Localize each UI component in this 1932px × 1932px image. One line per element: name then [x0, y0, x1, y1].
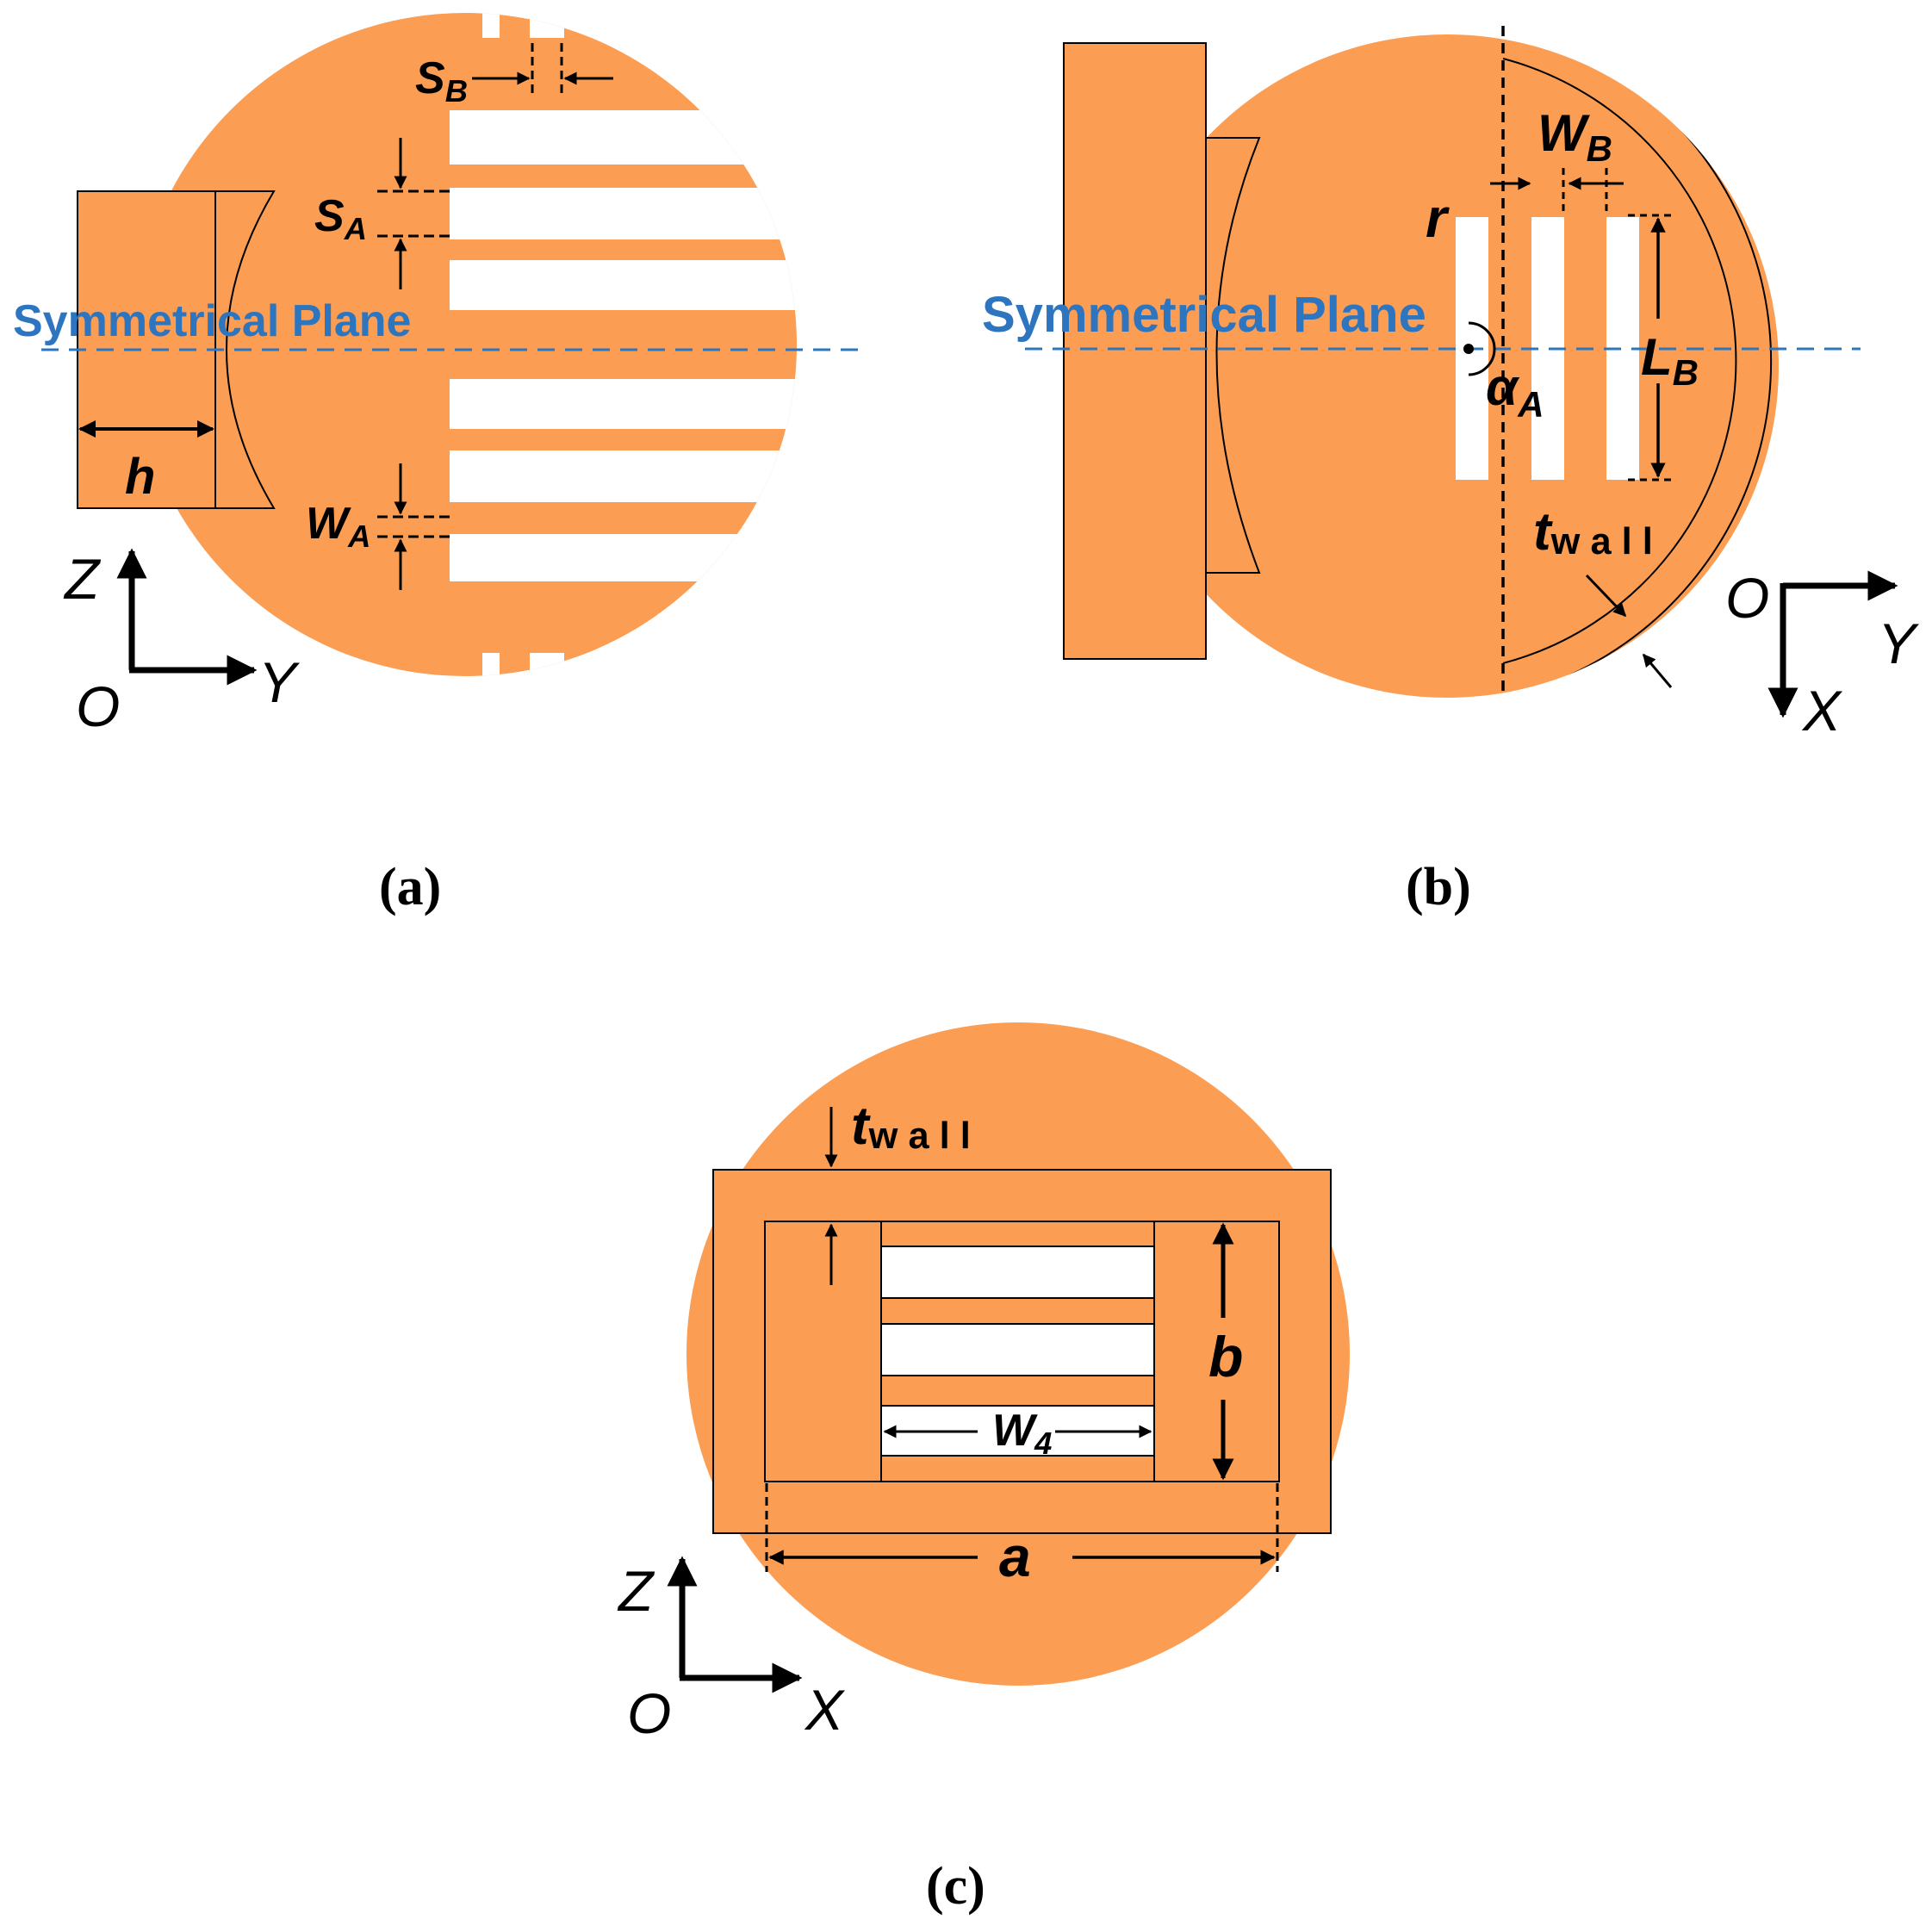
plane-label-a: Symmetrical Plane: [13, 296, 411, 346]
lb-label: LB: [1641, 328, 1699, 393]
slot-a-4: [450, 379, 797, 429]
axis-c-x: X: [804, 1678, 846, 1742]
notch-a-bot-2: [530, 653, 564, 676]
angle-vertex-b: [1463, 344, 1474, 354]
axis-c-z: Z: [617, 1559, 655, 1623]
slot-c-2: [880, 1323, 1155, 1376]
waveguide-port-b: [1063, 42, 1207, 660]
slot-c-1: [880, 1246, 1155, 1299]
slots-a: [450, 13, 797, 676]
axis-c-origin: O: [627, 1681, 671, 1745]
axis-b-origin: O: [1725, 566, 1769, 630]
right-block-c: [1153, 1221, 1280, 1482]
axis-b-y: Y: [1878, 612, 1919, 675]
twall-label-b: tw a l l: [1533, 502, 1653, 562]
wb-dimension: WB: [1490, 104, 1624, 215]
slot-a-6: [450, 534, 797, 581]
transition-b: [1205, 137, 1261, 574]
notch-a-top-2: [530, 13, 564, 38]
a-label: a: [999, 1525, 1031, 1588]
axis-b-x: X: [1801, 679, 1843, 742]
b-label: b: [1208, 1325, 1243, 1388]
disk-a-body: [134, 13, 797, 676]
sb-dimension: SB: [415, 43, 613, 109]
w4-dimension: W4: [883, 1406, 1152, 1461]
disk-b-body: [1115, 34, 1779, 698]
plane-label-b: Symmetrical Plane: [982, 287, 1426, 343]
sa-dimension: SA: [314, 138, 452, 289]
twall-label-c: tw a l l: [851, 1096, 971, 1157]
twall-dimension-b: tw a l l: [1533, 502, 1673, 688]
slot-a-2: [450, 188, 797, 239]
axis-a-origin: O: [76, 674, 120, 738]
notch-a-top-1: [482, 13, 500, 38]
sa-label: SA: [314, 191, 367, 246]
caption-a: (a): [379, 858, 441, 916]
notch-a-top-3: [599, 13, 633, 38]
a-dimension: a: [765, 1483, 1279, 1588]
axes-a: Z Y O: [63, 547, 300, 738]
left-block-c: [764, 1221, 882, 1482]
sb-label: SB: [415, 53, 468, 109]
panel-b: Symmetrical Plane αA r WB LB tw a l l: [982, 26, 1919, 916]
notch-a-bot-1: [482, 653, 500, 676]
slot-a-1: [450, 110, 797, 165]
axis-a-y: Y: [258, 650, 300, 714]
disk-a: [134, 13, 797, 676]
wb-label: WB: [1538, 104, 1612, 169]
slot-a-3: [450, 260, 797, 310]
wa-label: WA: [306, 499, 370, 554]
b-dimension: b: [1208, 1222, 1243, 1481]
alpha-label: αA: [1486, 358, 1544, 425]
panel-c: tw a l l b W4 a Z X O: [617, 1022, 1350, 1916]
angle-arc-b: [1468, 321, 1496, 376]
disk-b: [1115, 34, 1779, 698]
h-label: h: [125, 449, 155, 505]
caption-b: (b): [1406, 858, 1471, 916]
panel-a: Symmetrical Plane h SB SA WA: [13, 13, 861, 916]
caption-c: (c): [926, 1857, 985, 1916]
twall-dimension-c: tw a l l: [824, 1096, 971, 1285]
axes-c: Z X O: [617, 1556, 846, 1745]
slot-a-5: [450, 450, 797, 502]
lb-dimension: LB: [1628, 214, 1699, 481]
notch-a-bot-3: [599, 653, 633, 676]
wa-dimension: WA: [306, 463, 452, 590]
w4-label: W4: [992, 1406, 1052, 1461]
axes-b: O Y X: [1725, 566, 1919, 742]
transition-a: [214, 190, 276, 509]
axis-a-z: Z: [63, 547, 102, 611]
r-label: r: [1426, 187, 1450, 249]
